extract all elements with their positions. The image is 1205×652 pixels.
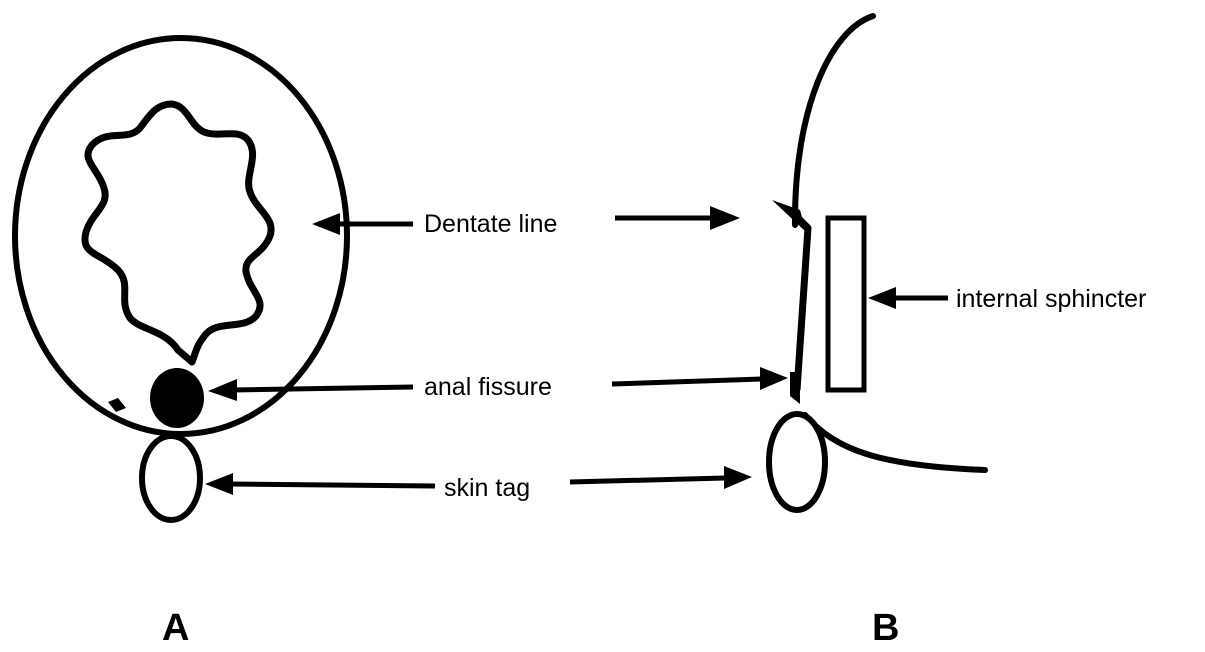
anal-canal-lining-b (795, 215, 808, 390)
rectal-wall-curve-b (795, 16, 873, 225)
skin-tag-a (142, 436, 200, 520)
skin-tag-arrowhead-left (205, 473, 233, 495)
dentate-line-arrowhead-right (710, 206, 740, 230)
dentate-line-crenated-a (85, 104, 271, 362)
skin-tag-arrowhead-right (724, 466, 752, 489)
anal-fissure-arrow-left (233, 387, 413, 390)
anal-fissure-mark-a (150, 368, 204, 428)
skin-tag-b (769, 414, 825, 510)
dentate-line-arrowhead-left (312, 213, 340, 235)
internal-sphincter-block (828, 218, 864, 390)
skin-tag-label: skin tag (444, 474, 530, 502)
panel-b-lateral-view (769, 16, 985, 510)
anal-fissure-label: anal fissure (424, 373, 552, 401)
small-tag-mark-a (108, 398, 126, 412)
internal-sphincter-arrowhead (868, 287, 896, 309)
dentate-line-fold-b (772, 200, 806, 232)
panel-a-frontal-view (15, 38, 347, 520)
dentate-line-label: Dentate line (424, 210, 557, 238)
perianal-skin-curve-b (805, 415, 985, 470)
panel-label-b: B (872, 607, 899, 647)
anal-fissure-arrowhead-left (208, 379, 237, 401)
internal-sphincter-label: internal sphincter (956, 285, 1146, 313)
panel-label-a: A (162, 607, 189, 647)
skin-tag-arrow-right (570, 478, 725, 482)
skin-tag-arrow-left (230, 484, 435, 486)
anal-fissure-arrowhead-right (760, 367, 788, 390)
anal-fissure-arrow-right (612, 379, 762, 384)
anal-fissure-notch-b (790, 372, 800, 404)
